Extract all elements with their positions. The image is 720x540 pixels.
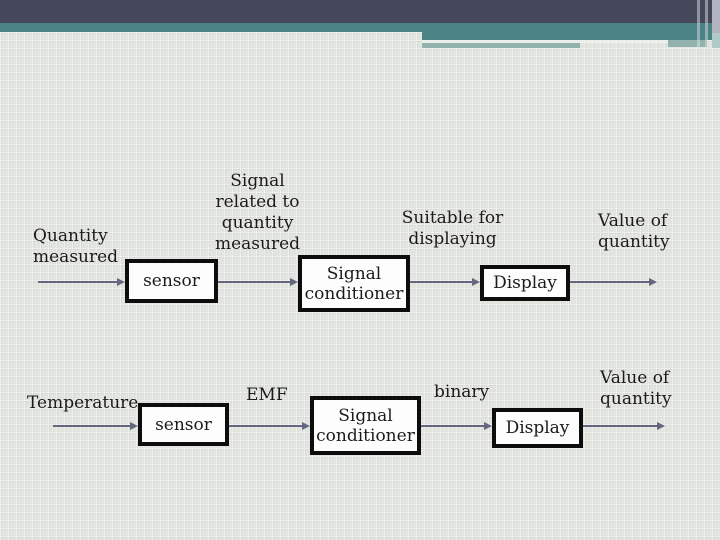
arrowhead-icon bbox=[117, 278, 125, 286]
signal-conditioner-box-label: Signal conditioner bbox=[316, 405, 415, 446]
header-navy-bar bbox=[0, 0, 720, 23]
flow-line bbox=[583, 425, 658, 427]
output-label: Value of quantity bbox=[598, 211, 670, 252]
header-vertical-stripe bbox=[697, 0, 700, 50]
flow-line bbox=[229, 425, 303, 427]
signal-annotation: EMF bbox=[246, 385, 288, 405]
flow-line bbox=[53, 425, 131, 427]
header-teal-bar bbox=[0, 23, 720, 32]
sensor-box-label: sensor bbox=[155, 414, 212, 435]
signal-conditioner-box: Signal conditioner bbox=[310, 396, 421, 455]
arrowhead-icon bbox=[472, 278, 480, 286]
header-sage-bar-right bbox=[668, 40, 707, 47]
input-label: Temperature bbox=[27, 393, 139, 413]
display-box: Display bbox=[492, 408, 583, 448]
header-vertical-stripe bbox=[705, 0, 708, 53]
signal-conditioner-box-label: Signal conditioner bbox=[304, 263, 404, 304]
binary-annotation: binary bbox=[434, 382, 490, 402]
suitable-annotation: Suitable for displaying bbox=[401, 208, 504, 249]
flow-line bbox=[38, 281, 118, 283]
sensor-box-label: sensor bbox=[143, 271, 200, 291]
arrowhead-icon bbox=[649, 278, 657, 286]
arrowhead-icon bbox=[657, 422, 665, 430]
signal-annotation: Signal related to quantity measured bbox=[214, 171, 301, 254]
display-box: Display bbox=[480, 265, 570, 301]
arrowhead-icon bbox=[484, 422, 492, 430]
flow-line bbox=[410, 281, 473, 283]
arrowhead-icon bbox=[302, 422, 310, 430]
sensor-box: sensor bbox=[125, 259, 218, 303]
arrowhead-icon bbox=[130, 422, 138, 430]
header-corner-strip bbox=[712, 0, 720, 33]
header-sage-bar bbox=[422, 43, 580, 48]
display-box-label: Display bbox=[505, 418, 570, 438]
display-box-label: Display bbox=[493, 273, 557, 293]
header-highlight-line bbox=[422, 40, 668, 43]
flow-line bbox=[570, 281, 650, 283]
header-corner-strip-lower bbox=[712, 33, 720, 48]
input-label: Quantity measured bbox=[33, 226, 119, 267]
flow-line bbox=[218, 281, 291, 283]
flow-line bbox=[421, 425, 485, 427]
signal-conditioner-box: Signal conditioner bbox=[298, 255, 410, 312]
arrowhead-icon bbox=[290, 278, 298, 286]
sensor-box: sensor bbox=[138, 403, 229, 446]
output-label: Value of quantity bbox=[600, 368, 672, 409]
header-teal-extension bbox=[422, 32, 720, 40]
